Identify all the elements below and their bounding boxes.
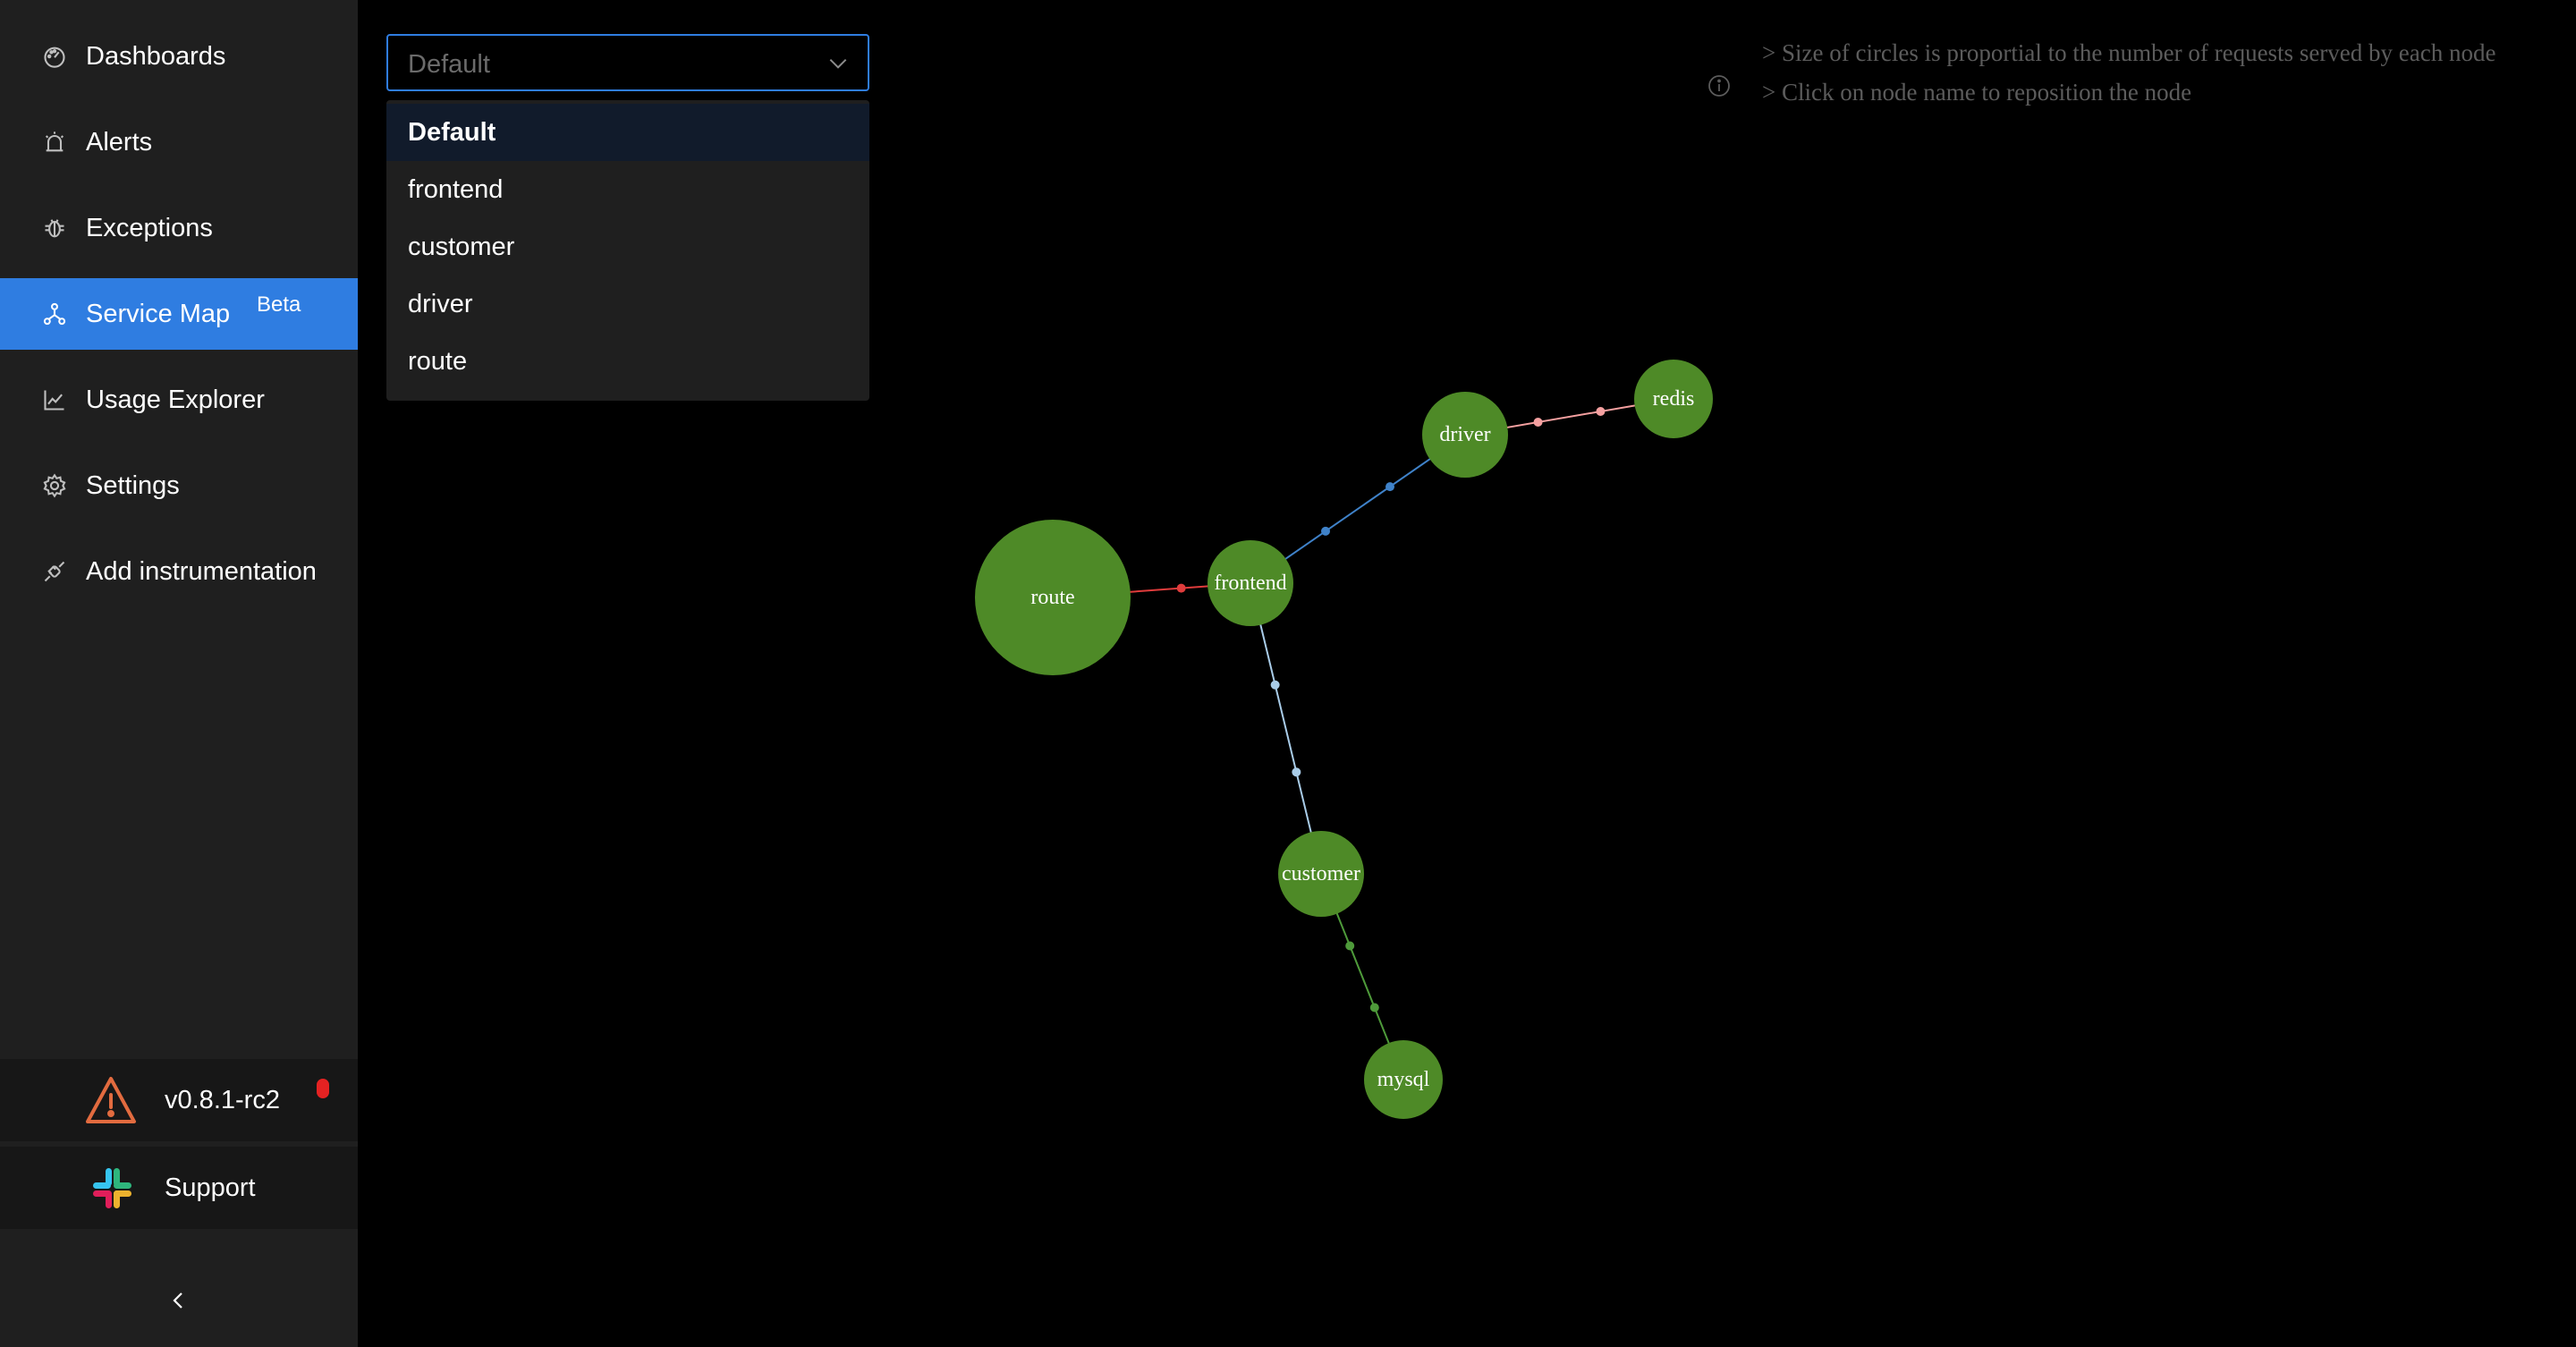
edge-particle xyxy=(1533,418,1543,427)
service-node-circle xyxy=(1278,831,1364,917)
chevron-down-icon xyxy=(829,58,847,69)
deployment-unit-icon xyxy=(41,301,68,327)
service-node-label[interactable]: driver xyxy=(1439,423,1490,446)
service-select-value: Default xyxy=(408,50,490,79)
sidebar-item-settings[interactable]: Settings xyxy=(0,450,358,521)
info-line-click: > Click on node name to reposition the n… xyxy=(1762,79,2192,106)
service-option-frontend[interactable]: frontend xyxy=(408,174,504,204)
service-option-driver[interactable]: driver xyxy=(408,289,473,318)
sidebar-item-label: Settings xyxy=(86,470,180,500)
sidebar-item-usage-explorer[interactable]: Usage Explorer xyxy=(0,364,358,436)
service-node-driver[interactable]: driver xyxy=(1422,392,1508,478)
sidebar-item-alerts[interactable]: Alerts xyxy=(0,106,358,178)
edge-particle xyxy=(1385,482,1394,492)
gear-icon xyxy=(41,472,68,499)
edge-particle xyxy=(1369,1003,1379,1012)
sidebar-item-label: Add instrumentation xyxy=(86,556,317,586)
service-node-label[interactable]: customer xyxy=(1282,862,1360,885)
support-label: Support xyxy=(165,1173,256,1202)
sidebar-item-label: Usage Explorer xyxy=(86,385,265,414)
edge-particle xyxy=(1292,767,1301,777)
service-node-circle xyxy=(1364,1040,1443,1119)
beta-badge: Beta xyxy=(257,292,301,317)
dashboard-icon xyxy=(41,43,68,70)
version-info[interactable]: v0.8.1-rc2 xyxy=(0,1059,358,1141)
info-line-size: > Size of circles is proportial to the n… xyxy=(1762,39,2496,66)
service-node-circle xyxy=(1634,360,1713,438)
service-node-label[interactable]: mysql xyxy=(1377,1068,1430,1091)
service-dropdown: Default frontend customer driver route xyxy=(386,100,869,401)
service-node-circle xyxy=(1208,540,1293,626)
service-node-redis[interactable]: redis xyxy=(1634,360,1713,438)
service-node-circle xyxy=(1422,392,1508,478)
line-chart-icon xyxy=(41,386,68,413)
service-option-customer[interactable]: customer xyxy=(408,232,515,261)
service-node-label[interactable]: redis xyxy=(1653,387,1695,411)
sidebar-item-service-map[interactable]: Service Map Beta xyxy=(0,278,358,350)
api-icon xyxy=(41,558,68,585)
service-select[interactable]: Default xyxy=(386,34,869,91)
sidebar-item-dashboards[interactable]: Dashboards xyxy=(0,21,358,92)
service-node-label[interactable]: route xyxy=(1030,586,1074,609)
version-label: v0.8.1-rc2 xyxy=(165,1085,280,1114)
service-node-frontend[interactable]: frontend xyxy=(1208,540,1293,626)
alarm-icon xyxy=(41,129,68,156)
warning-icon xyxy=(84,1073,138,1127)
service-node-route[interactable]: route xyxy=(975,520,1131,675)
service-node-mysql[interactable]: mysql xyxy=(1364,1040,1443,1119)
bug-icon xyxy=(41,215,68,241)
sidebar-item-add-instrumentation[interactable]: Add instrumentation xyxy=(0,536,358,607)
edge-particle xyxy=(1321,526,1330,536)
sidebar-item-exceptions[interactable]: Exceptions xyxy=(0,192,358,264)
sidebar-item-label: Exceptions xyxy=(86,213,213,242)
support-link[interactable]: Support xyxy=(0,1147,358,1229)
service-option-default[interactable]: Default xyxy=(386,104,869,161)
edge-particle xyxy=(1176,583,1186,593)
sidebar: Dashboards Alerts Exceptions Service Map… xyxy=(0,0,358,1347)
info-icon xyxy=(1708,75,1730,97)
edge-particle xyxy=(1270,680,1280,690)
service-node-circle xyxy=(975,520,1131,675)
edge-frontend-customer xyxy=(1250,582,1322,875)
service-node-customer[interactable]: customer xyxy=(1278,831,1364,917)
sidebar-item-label: Service Map xyxy=(86,299,231,328)
edge-particle xyxy=(1345,941,1355,951)
chevron-left-icon xyxy=(173,1292,182,1309)
slack-icon xyxy=(84,1161,138,1215)
update-indicator xyxy=(317,1079,329,1098)
edge-particle xyxy=(1596,407,1606,416)
service-node-label[interactable]: frontend xyxy=(1214,572,1286,595)
sidebar-item-label: Alerts xyxy=(86,127,153,157)
sidebar-item-label: Dashboards xyxy=(86,41,226,71)
collapse-sidebar-button[interactable] xyxy=(166,1288,191,1313)
service-option-route[interactable]: route xyxy=(408,346,468,376)
